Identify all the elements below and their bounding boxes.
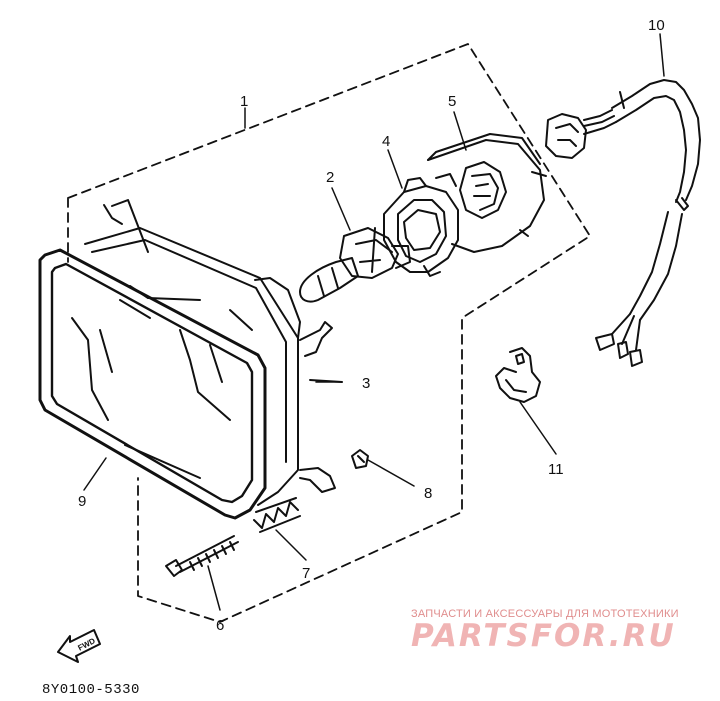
callout-8: 8 [424,485,432,502]
diagram-code: 8Y0100-5330 [42,682,140,698]
bulb-retainer [383,177,459,277]
rim [38,248,267,520]
watermark-caption: ЗАПЧАСТИ И АКСЕССУАРЫ ДЛЯ МОТОТЕХНИКИ [411,608,679,620]
callout-2: 2 [326,169,334,186]
callout-9: 9 [78,493,86,510]
callout-5: 5 [448,93,456,110]
clamp [495,347,541,403]
callout-1: 1 [240,93,248,110]
headlight-unit [71,199,343,506]
leader-lines [83,33,665,611]
adjusting-screw [165,535,239,577]
callout-4: 4 [382,133,390,150]
fwd-arrow: FWD [57,629,101,663]
callout-10: 10 [648,17,665,34]
callout-11: 11 [548,461,564,478]
spring [253,497,301,533]
watermark-logo: PARTSFOR.RU [411,618,676,654]
socket-cord [545,79,701,367]
assembly-boundary [67,43,591,623]
nut [351,449,369,469]
callout-6: 6 [216,617,224,634]
callout-3: 3 [362,375,370,392]
bulb [299,227,411,303]
callout-7: 7 [302,565,310,582]
socket-cover [427,133,547,253]
